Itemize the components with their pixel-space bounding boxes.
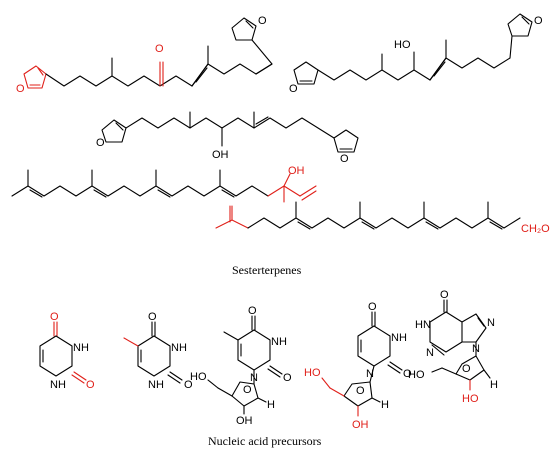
atom-o-thymine-2: O — [184, 379, 193, 391]
atom-oh-uridine-2: OH — [352, 419, 369, 431]
atom-o-uridine-2: O — [403, 368, 412, 380]
atom-h-uridine: H — [381, 399, 389, 411]
atom-ho-inosine-2: HO — [462, 393, 479, 405]
highlighted-vinyl-carbinol — [267, 173, 317, 203]
highlighted-furan-ring — [23, 65, 47, 89]
atom-o-ketone: O — [155, 43, 164, 55]
atom-nh-uracil-1: NH — [73, 342, 89, 354]
atom-o-ring-thymidine: O — [243, 384, 252, 396]
sesterterpene-chain-2 — [215, 201, 521, 230]
atom-nh-uracil-2: NH — [50, 379, 66, 391]
atom-labels: O O O O HO O O OH O OH CH₂OH O NH NH O O… — [16, 15, 550, 431]
atom-oh-1: OH — [212, 149, 229, 161]
atom-o-ring-inosine: O — [462, 363, 471, 375]
uracil-structure — [39, 321, 87, 384]
atom-o-furan-3: O — [289, 83, 298, 95]
atom-o-furan-4: O — [534, 15, 543, 27]
atom-o-furan-5: O — [96, 137, 105, 149]
highlighted-ribose-hydroxyls — [321, 377, 359, 417]
inosine-structure — [429, 299, 491, 391]
atom-n-inosine-2: N — [487, 317, 495, 329]
atom-n-inosine-1: N — [426, 347, 434, 359]
atom-ho-thymidine-1: HO — [190, 371, 207, 383]
atom-o-thymidine-1: O — [248, 305, 257, 317]
atom-o-ring-uridine: O — [356, 385, 365, 397]
caption-sesterterpenes: Sesterterpenes — [232, 263, 302, 277]
atom-o-furan-6: O — [340, 153, 349, 165]
thymine-structure — [123, 321, 183, 384]
furan-ketone-molecule — [23, 17, 273, 89]
uridine-structure — [321, 311, 403, 417]
atom-o-furan-2: O — [258, 15, 267, 27]
atom-o-thymine-1: O — [148, 311, 157, 323]
atom-nh-thymine-2: NH — [148, 379, 164, 391]
atom-h-thymidine: H — [267, 399, 275, 411]
thymidine-structure — [207, 315, 283, 415]
atom-ch2oh: CH₂OH — [521, 223, 550, 235]
atom-n-uridine: N — [366, 368, 374, 380]
atom-o-uridine-1: O — [368, 301, 377, 313]
furan-alcohol-molecule-2 — [101, 111, 359, 153]
highlighted-prenyl-end — [215, 205, 249, 229]
atom-o-uracil-1: O — [50, 311, 59, 323]
furan-alcohol-molecule-1 — [293, 13, 533, 85]
atom-ho-inosine-1: HO — [408, 369, 425, 381]
atom-o-thymidine-2: O — [283, 372, 292, 384]
caption-nucleic-acid-precursors: Nucleic acid precursors — [208, 434, 322, 448]
highlighted-uracil-carbonyls — [53, 321, 87, 384]
atom-o-inosine: O — [440, 289, 449, 301]
sesterterpene-chain-1 — [11, 169, 317, 203]
atom-n-thymidine: N — [250, 372, 258, 384]
atom-ho-1: HO — [394, 39, 411, 51]
atom-h-inosine: H — [490, 379, 498, 391]
atom-oh-thymidine-2: OH — [236, 415, 253, 427]
atom-n-inosine-3: N — [472, 343, 480, 355]
atom-nh-thymine-1: NH — [171, 342, 187, 354]
atom-o-furan-1: O — [16, 83, 25, 95]
atom-o-uracil-2: O — [86, 379, 95, 391]
atom-oh-2: OH — [288, 165, 305, 177]
atom-nh-uridine: NH — [391, 332, 407, 344]
atom-nh-thymidine: NH — [271, 336, 287, 348]
atom-ho-uridine-1: HO — [304, 367, 321, 379]
atom-hn-inosine: HN — [415, 319, 431, 331]
